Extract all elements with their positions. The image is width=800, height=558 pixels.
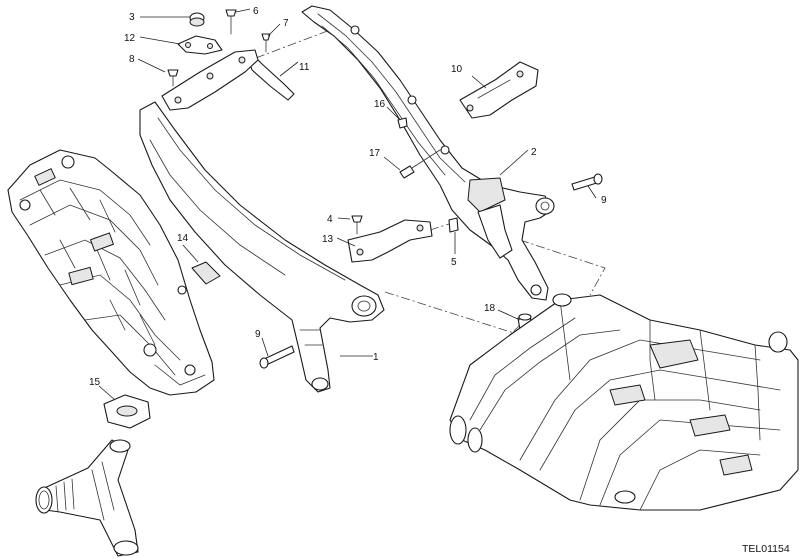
part-7-bracket-plate: [161, 49, 259, 111]
undertray-assembly: [7, 149, 215, 396]
callout-4: 4: [327, 214, 333, 225]
part-1-subframe-panel: [139, 101, 385, 393]
callout-15: 15: [89, 377, 101, 388]
part-15-grommet: [103, 394, 151, 429]
tube-connector: [35, 439, 139, 557]
drawing-reference-code: TEL01154: [742, 543, 790, 555]
callout-2: 2: [531, 147, 537, 158]
callout-18: 18: [484, 303, 496, 314]
part-10-bracket: [459, 61, 539, 119]
leader-lines: [98, 8, 597, 401]
callout-5: 5: [451, 257, 457, 268]
fasteners: [167, 9, 603, 331]
callout-8: 8: [129, 54, 135, 65]
part-3-rubber: [189, 12, 205, 27]
callout-3: 3: [129, 12, 135, 23]
callout-10: 10: [451, 64, 463, 75]
callout-11: 11: [299, 62, 310, 73]
callout-7: 7: [283, 18, 289, 29]
callout-14: 14: [177, 233, 189, 244]
main-tube-frame: [449, 293, 799, 511]
callout-1: 1: [373, 352, 379, 363]
part-13-bracket: [347, 219, 433, 263]
part-12-bracket: [177, 35, 223, 55]
part-9-bolt-left: [259, 345, 295, 369]
callout-labels: 1 2 3 4 5 6 7 8 9 9 10 11 12 13 14 15 16…: [89, 6, 607, 388]
callout-13: 13: [322, 234, 334, 245]
callout-12: 12: [124, 33, 136, 44]
part-14-pad: [191, 261, 221, 285]
part-2-upper-rail: [301, 5, 555, 301]
callout-16: 16: [374, 99, 386, 110]
callout-6: 6: [253, 6, 259, 17]
callout-9-right: 9: [601, 195, 607, 206]
callout-9-left: 9: [255, 329, 261, 340]
callout-17: 17: [369, 148, 381, 159]
